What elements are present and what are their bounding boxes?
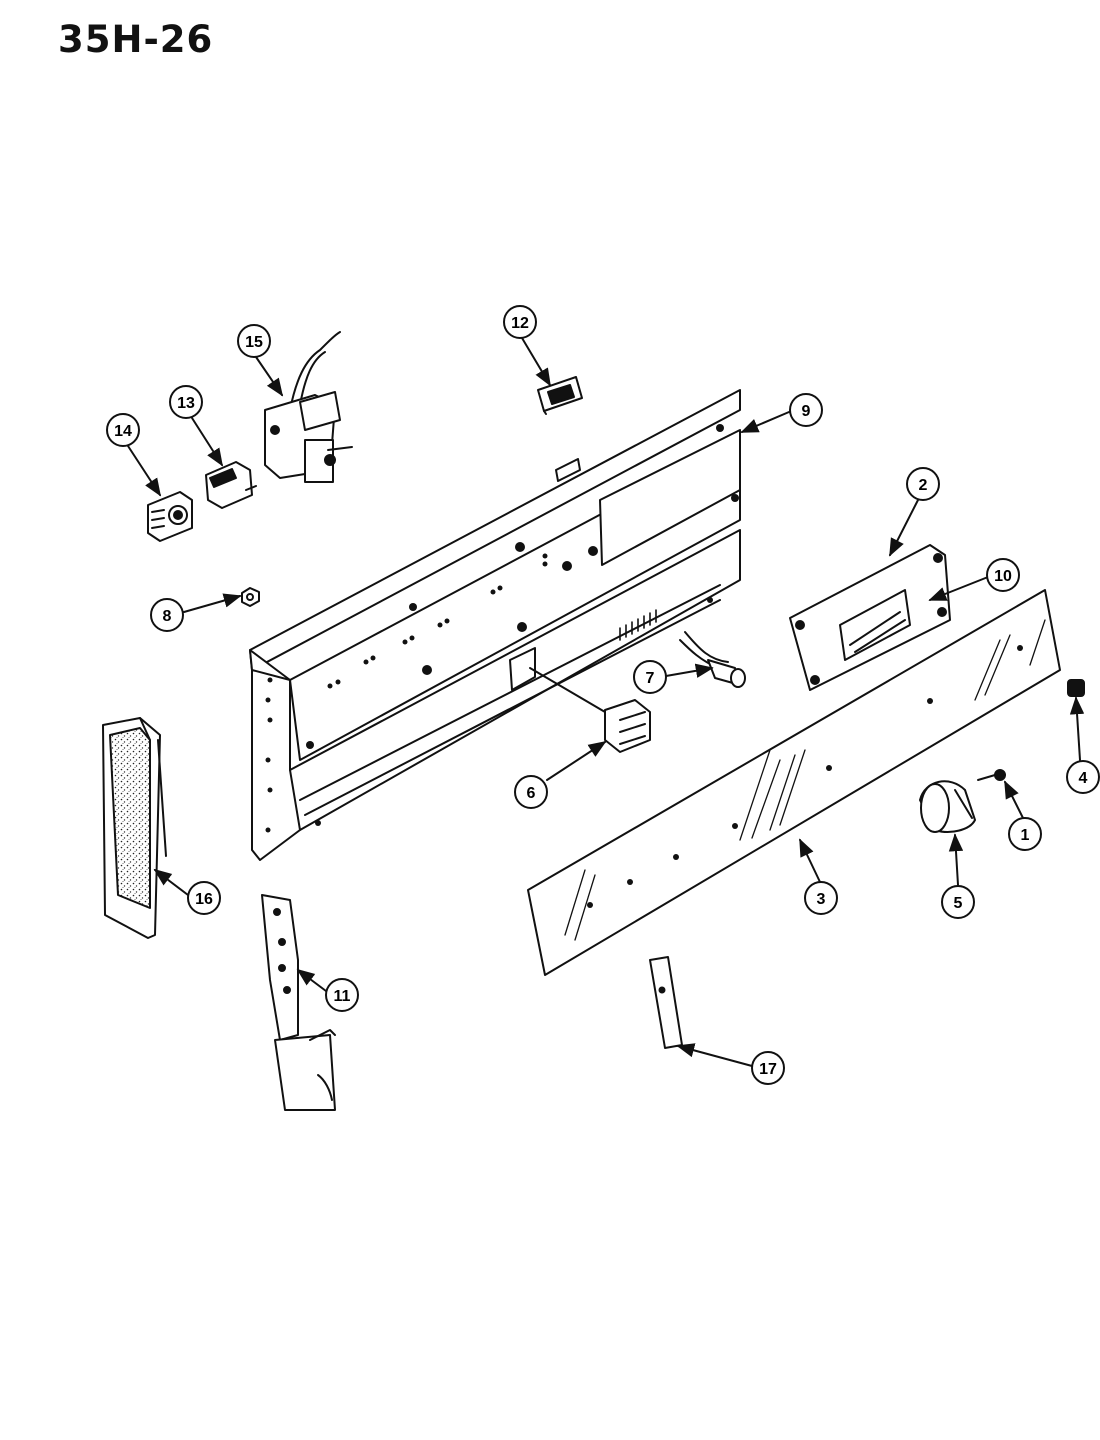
callout-13: 13 xyxy=(169,385,203,419)
svg-text:10: 10 xyxy=(994,568,1012,585)
callout-15: 15 xyxy=(237,324,271,358)
callout-4: 4 xyxy=(1066,760,1100,794)
callout-10: 10 xyxy=(986,558,1020,592)
callout-6: 6 xyxy=(514,775,548,809)
callout-5: 5 xyxy=(941,885,975,919)
callout-2: 2 xyxy=(906,467,940,501)
callout-1: 1 xyxy=(1008,817,1042,851)
callout-14: 14 xyxy=(106,413,140,447)
svg-text:15: 15 xyxy=(245,334,263,351)
part-12-rocker-switch xyxy=(537,376,583,415)
callout-8: 8 xyxy=(150,598,184,632)
callout-9: 9 xyxy=(789,393,823,427)
part-15-thermostat xyxy=(264,331,353,483)
callout-17: 17 xyxy=(751,1051,785,1085)
svg-text:12: 12 xyxy=(511,315,529,332)
svg-text:1: 1 xyxy=(1021,827,1030,844)
part-13-switch xyxy=(205,461,257,509)
control-panel-backguard xyxy=(249,389,741,861)
svg-text:8: 8 xyxy=(163,608,172,625)
callouts: 1 2 3 4 5 6 7 8 9 10 11 12 13 14 15 16 1… xyxy=(106,305,1100,1085)
svg-text:6: 6 xyxy=(527,785,536,802)
part-7-indicator-light xyxy=(679,631,746,688)
part-16-end-cap xyxy=(102,717,167,939)
part-17-strip xyxy=(649,956,683,1049)
svg-text:9: 9 xyxy=(802,403,811,420)
part-3-glass-panel xyxy=(527,589,1061,976)
svg-text:2: 2 xyxy=(919,477,928,494)
part-1-screw xyxy=(977,769,1006,781)
svg-text:16: 16 xyxy=(195,891,213,908)
svg-text:4: 4 xyxy=(1079,770,1088,787)
callout-12: 12 xyxy=(503,305,537,339)
callout-7: 7 xyxy=(633,660,667,694)
callout-11: 11 xyxy=(325,978,359,1012)
part-5-knob xyxy=(919,780,976,833)
part-14-switch xyxy=(147,491,193,542)
svg-text:7: 7 xyxy=(646,670,655,687)
svg-text:5: 5 xyxy=(954,895,963,912)
page-title: 35H-26 xyxy=(58,18,214,61)
part-8-nut xyxy=(241,587,260,607)
part-4-spring xyxy=(1067,679,1085,697)
part-11-side-bracket xyxy=(261,894,336,1111)
callout-3: 3 xyxy=(804,881,838,915)
svg-text:3: 3 xyxy=(817,891,826,908)
part-6-terminal-block xyxy=(529,667,651,753)
callout-16: 16 xyxy=(187,881,221,915)
svg-text:13: 13 xyxy=(177,395,195,412)
svg-text:17: 17 xyxy=(759,1061,777,1078)
svg-text:11: 11 xyxy=(334,988,351,1005)
svg-text:14: 14 xyxy=(114,423,132,440)
leader-lines xyxy=(127,337,1085,1067)
